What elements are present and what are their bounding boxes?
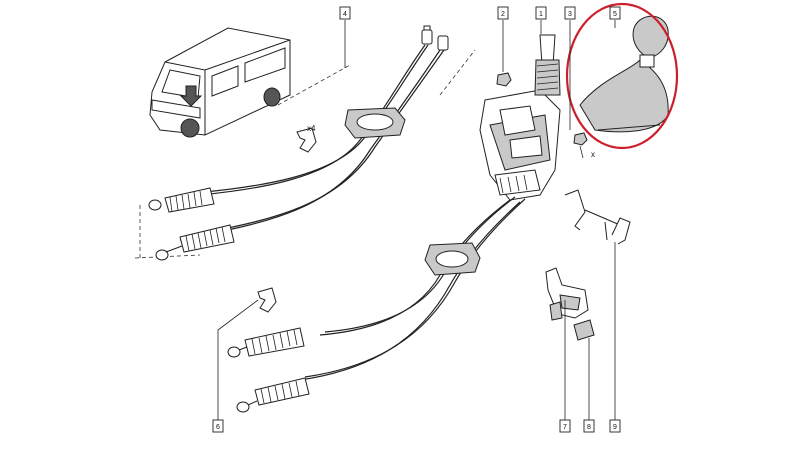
spring-clips-part-9 (564, 189, 631, 245)
svg-text:5: 5 (613, 11, 617, 18)
highlight-circle (565, 2, 679, 150)
upper-cable-end-1 (148, 187, 215, 213)
nut-part-2 (496, 72, 512, 87)
gear-lever-shaft (534, 34, 561, 96)
upper-cable-end-2 (155, 224, 235, 261)
svg-text:7: 7 (563, 424, 567, 431)
van-illustration (149, 27, 291, 138)
svg-text:9: 9 (613, 424, 617, 431)
callout-leaders (217, 20, 616, 420)
lower-cable-end-2 (236, 377, 310, 413)
svg-text:8: 8 (587, 424, 591, 431)
callout-5: 5 (609, 6, 621, 20)
svg-text:6: 6 (216, 424, 220, 431)
svg-text:4: 4 (343, 11, 347, 18)
bracket-part-7 (545, 267, 589, 321)
clip-quantity-label: x4 (307, 124, 316, 133)
gear-knob-gaiter-part-5 (579, 15, 669, 133)
clip-part-6 (257, 287, 277, 313)
callout-1: 1 (535, 6, 547, 20)
callout-4: 4 (339, 6, 351, 20)
pad-part-8 (573, 319, 595, 341)
lower-cable-assembly (227, 196, 526, 413)
callout-7: 7 (559, 419, 571, 433)
retaining-clip-x4: x4 (296, 124, 317, 153)
callout-8: 8 (583, 419, 595, 433)
callout-2: 2 (497, 6, 509, 20)
callout-3: 3 (564, 6, 576, 20)
upper-cable-assembly (148, 25, 449, 261)
svg-text:1: 1 (539, 11, 543, 18)
bolt-marker: x (591, 150, 595, 159)
upper-cable-top-ends (421, 25, 449, 51)
gearshift-housing (479, 89, 561, 201)
bolt-part-3: x (573, 132, 595, 159)
svg-text:2: 2 (501, 11, 505, 18)
svg-text:3: 3 (568, 11, 572, 18)
callout-9: 9 (609, 419, 621, 433)
callout-6: 6 (212, 419, 224, 433)
lower-cable-end-1 (227, 327, 305, 358)
